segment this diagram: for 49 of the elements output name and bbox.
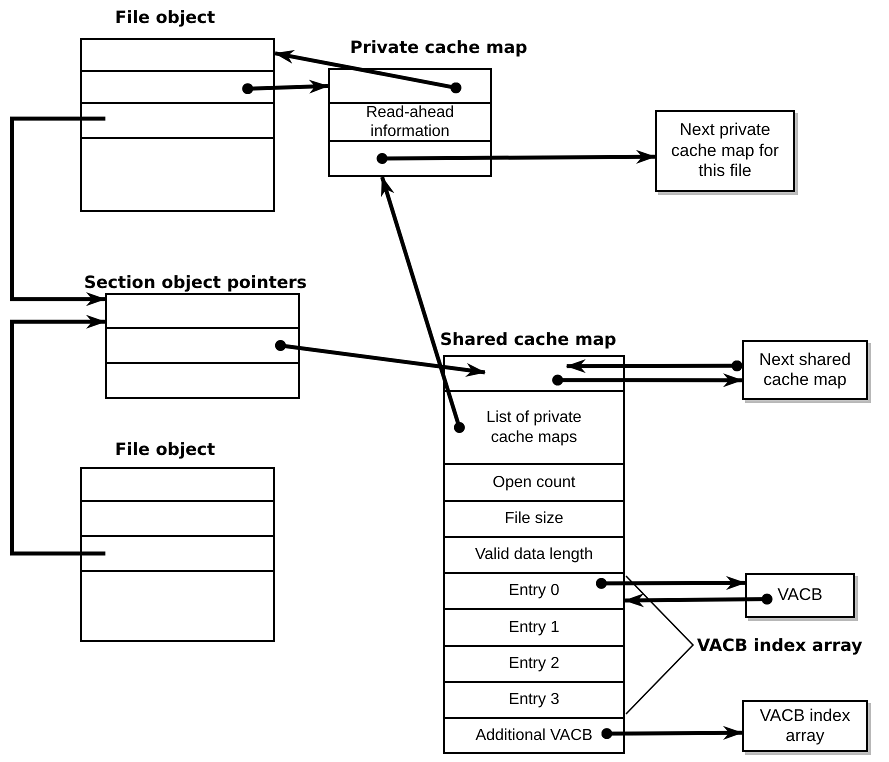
structure-field: Entry 0 bbox=[443, 572, 625, 610]
arrow bbox=[275, 340, 486, 377]
structure-field bbox=[80, 137, 275, 212]
arrow bbox=[566, 359, 742, 374]
structure-field: Valid data length bbox=[443, 536, 625, 574]
arrow bbox=[376, 150, 656, 164]
structure-field: File size bbox=[443, 500, 625, 538]
target-box: Next shared cache map bbox=[742, 340, 868, 400]
structure-field: Entry 2 bbox=[443, 645, 625, 683]
structure-field bbox=[105, 293, 300, 329]
arrow bbox=[380, 176, 465, 433]
structure-field bbox=[80, 70, 275, 104]
structure-field bbox=[80, 570, 275, 642]
arrow bbox=[596, 576, 746, 590]
structure-title: Shared cache map bbox=[440, 330, 616, 350]
data-structure bbox=[80, 440, 275, 642]
arrow bbox=[624, 593, 772, 608]
structure-field bbox=[80, 467, 275, 502]
arrow bbox=[10, 116, 106, 306]
structure-field bbox=[328, 140, 492, 177]
arrow bbox=[10, 314, 106, 556]
structure-title: Section object pointers bbox=[84, 273, 307, 293]
structure-title: File object bbox=[115, 8, 216, 28]
structure-field bbox=[80, 535, 275, 572]
arrow bbox=[242, 80, 329, 94]
structure-field: Entry 3 bbox=[443, 681, 625, 719]
structure-field bbox=[443, 355, 625, 392]
arrow bbox=[274, 50, 462, 94]
target-box: VACB bbox=[745, 573, 855, 618]
structure-title: File object bbox=[115, 440, 216, 460]
structure-field: Additional VACB bbox=[443, 717, 625, 754]
structure-field bbox=[105, 362, 300, 399]
arrow bbox=[601, 726, 743, 740]
structure-field bbox=[80, 38, 275, 72]
structure-field bbox=[80, 102, 275, 139]
target-box: VACB index array bbox=[742, 700, 868, 752]
structure-field: Read-ahead information bbox=[328, 102, 492, 142]
bracket-label: VACB index array bbox=[697, 636, 862, 656]
structure-field bbox=[105, 327, 300, 364]
target-box: Next private cache map for this file bbox=[655, 110, 795, 192]
structure-title: Private cache map bbox=[350, 38, 528, 58]
structure-field: List of private cache maps bbox=[443, 390, 625, 465]
data-structure bbox=[80, 8, 275, 212]
arrow bbox=[552, 373, 743, 388]
structure-field bbox=[328, 68, 492, 104]
structure-field: Entry 1 bbox=[443, 608, 625, 647]
data-structure bbox=[440, 330, 625, 754]
structure-field bbox=[80, 500, 275, 537]
structure-field: Open count bbox=[443, 463, 625, 502]
